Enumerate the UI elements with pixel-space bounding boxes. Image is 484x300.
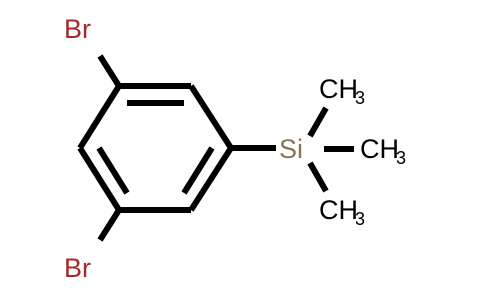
ring-bond-bottom-left: [77, 146, 122, 212]
atom-br-top: Br: [64, 14, 91, 44]
methyl-mid-ch: CH: [360, 134, 399, 164]
bond-si-to-methyl-top: [307, 106, 329, 138]
methyl-top-subscript: 3: [355, 88, 365, 108]
atom-si: Si: [279, 134, 303, 164]
ring-bond-top-left-side: [77, 84, 122, 150]
ring-bond-top-right: [188, 84, 234, 150]
ring-double-bond-right: [181, 146, 215, 195]
methyl-top-ch: CH: [319, 74, 358, 104]
methyl-bottom-ch: CH: [319, 195, 358, 225]
methyl-group-bottom: CH 3: [319, 195, 365, 229]
methyl-group-top: CH 3: [319, 74, 365, 108]
bond-si-to-methyl-bottom: [307, 161, 329, 193]
bond-to-br-bottom: [97, 208, 122, 242]
atom-br-bottom: Br: [64, 253, 91, 283]
bond-to-br-top: [97, 54, 122, 88]
ring-bond-bottom-right: [188, 146, 234, 212]
ring-double-bond-left: [96, 146, 130, 195]
methyl-bottom-subscript: 3: [355, 209, 365, 229]
methyl-group-mid: CH 3: [360, 134, 406, 168]
methyl-mid-subscript: 3: [396, 148, 406, 168]
benzene-ring: [77, 83, 234, 213]
